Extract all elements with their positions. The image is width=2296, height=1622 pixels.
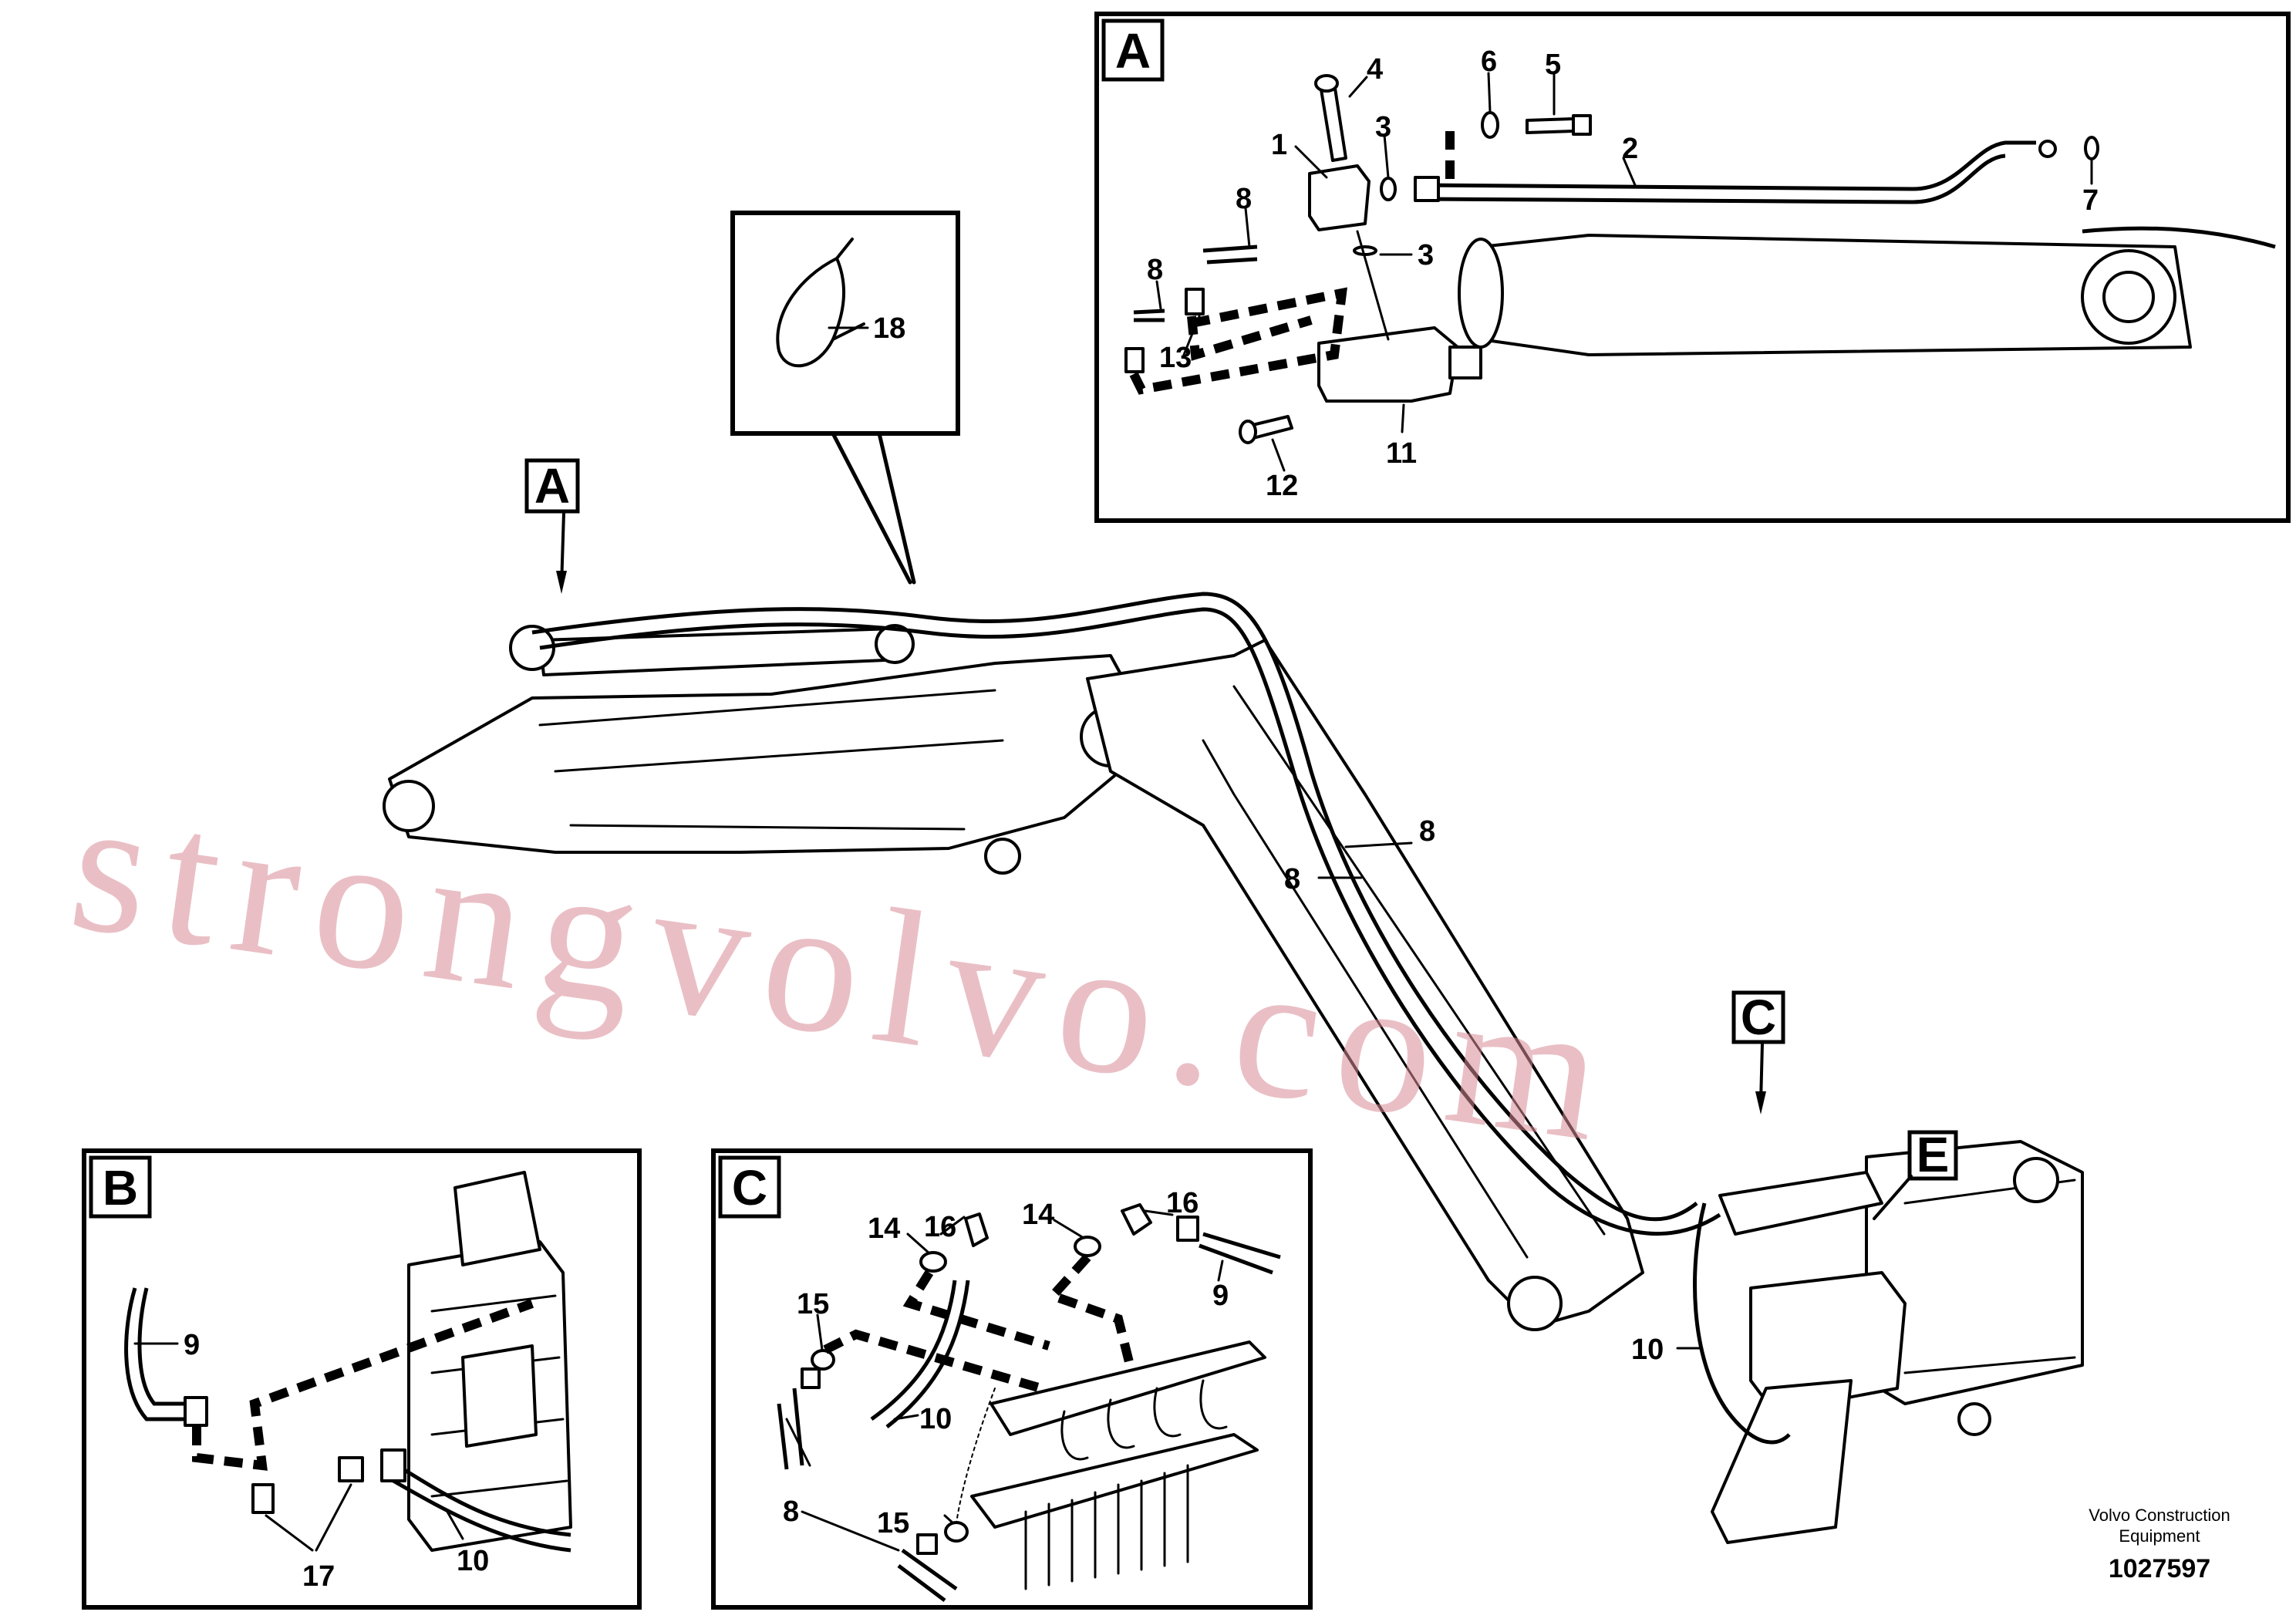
label-16: 16 — [1166, 1187, 1199, 1219]
detail-B-box: B 9 17 10 — [82, 1148, 642, 1610]
swing-pedestal — [1711, 1379, 1853, 1544]
elbow-16 — [964, 1212, 989, 1247]
callout-letter: A — [534, 458, 570, 514]
washer-6 — [1481, 111, 1499, 139]
hose-9-C — [1199, 1232, 1281, 1275]
fitting-14 — [1074, 1236, 1101, 1257]
manifold-C — [990, 1340, 1266, 1436]
elbow-16 — [1121, 1203, 1152, 1236]
leader-lines — [1155, 72, 2093, 472]
label-3: 3 — [1418, 239, 1434, 271]
hose-8-C — [777, 1388, 958, 1602]
document-number: 1027597 — [2109, 1554, 2210, 1583]
valve-manifold — [1718, 1171, 1883, 1236]
label-18: 18 — [873, 312, 905, 345]
label-6: 6 — [1481, 46, 1497, 78]
label-15: 15 — [877, 1507, 909, 1539]
label-8: 8 — [783, 1496, 799, 1528]
label-1: 1 — [1271, 129, 1287, 161]
main-boom — [1086, 639, 1644, 1328]
fitting-14 — [919, 1251, 947, 1273]
label-14: 14 — [868, 1212, 900, 1245]
block-1 — [1308, 164, 1371, 231]
cable-tie-icon — [776, 257, 845, 368]
label-4: 4 — [1367, 53, 1383, 86]
bolt-5 — [1526, 117, 1575, 134]
main-hose-10 — [1693, 1202, 1791, 1445]
label-8: 8 — [1236, 183, 1252, 215]
label-8: 8 — [1147, 254, 1163, 286]
label-8: 8 — [1419, 815, 1435, 848]
label-7: 7 — [2082, 184, 2099, 217]
label-14: 14 — [1022, 1199, 1054, 1231]
leader-lines — [133, 1342, 464, 1552]
label-5: 5 — [1545, 49, 1561, 81]
footer: Volvo Construction Equipment 1027597 — [2089, 1506, 2230, 1583]
label-17: 17 — [302, 1560, 335, 1593]
detail-A-box: A — [1094, 12, 2291, 523]
dipper-arm — [388, 654, 1158, 854]
company-name-line2: Equipment — [2119, 1526, 2200, 1546]
detail-letter: B — [103, 1160, 138, 1216]
fitting-17 — [338, 1456, 364, 1482]
o-ring-3 — [1380, 177, 1397, 201]
control-valve-block — [1749, 1271, 1907, 1413]
label-9: 9 — [1212, 1280, 1229, 1312]
label-15: 15 — [797, 1288, 829, 1320]
label-16: 16 — [924, 1211, 956, 1243]
fitting-15 — [811, 1349, 835, 1371]
hose-9-B — [124, 1287, 189, 1421]
hose-10-B — [392, 1463, 571, 1553]
boom-hose-8a — [531, 592, 1698, 1222]
callout-letter: E — [1917, 1127, 1950, 1182]
callout-letter: C — [1741, 990, 1776, 1045]
label-10: 10 — [1631, 1334, 1664, 1366]
label-11: 11 — [1386, 437, 1417, 470]
excavator-boom-assembly — [383, 592, 2084, 1544]
hose-2 — [1418, 140, 2036, 191]
label-2: 2 — [1622, 133, 1638, 165]
leader-lines — [785, 1209, 1224, 1552]
fitting-13 — [1124, 347, 1145, 373]
detail-C-box: C — [711, 1148, 1313, 1610]
label-10: 10 — [457, 1545, 489, 1577]
fitting-17 — [251, 1483, 275, 1514]
bucket-pivot — [383, 780, 435, 832]
arm-cylinder — [538, 627, 904, 676]
label-9: 9 — [184, 1329, 200, 1361]
detail-letter: A — [1115, 23, 1151, 79]
main-callout-C: C — [1731, 990, 1785, 1114]
valve-11 — [1317, 326, 1459, 403]
label-8: 8 — [1284, 863, 1300, 895]
boom-hose-8b — [539, 607, 1721, 1236]
detail-18-box: 18 — [730, 211, 960, 585]
detail-letter: C — [732, 1160, 767, 1216]
boom-foot-pivot — [1507, 1276, 1563, 1331]
label-3: 3 — [1375, 111, 1391, 143]
company-name-line1: Volvo Construction — [2089, 1506, 2230, 1525]
label-10: 10 — [919, 1403, 952, 1435]
main-callout-E: E — [1873, 1127, 1958, 1220]
main-callout-A: A — [524, 458, 580, 594]
label-12: 12 — [1266, 470, 1298, 502]
fitting-15 — [944, 1521, 969, 1543]
label-13: 13 — [1159, 342, 1192, 374]
fitting-13 — [1185, 288, 1205, 315]
